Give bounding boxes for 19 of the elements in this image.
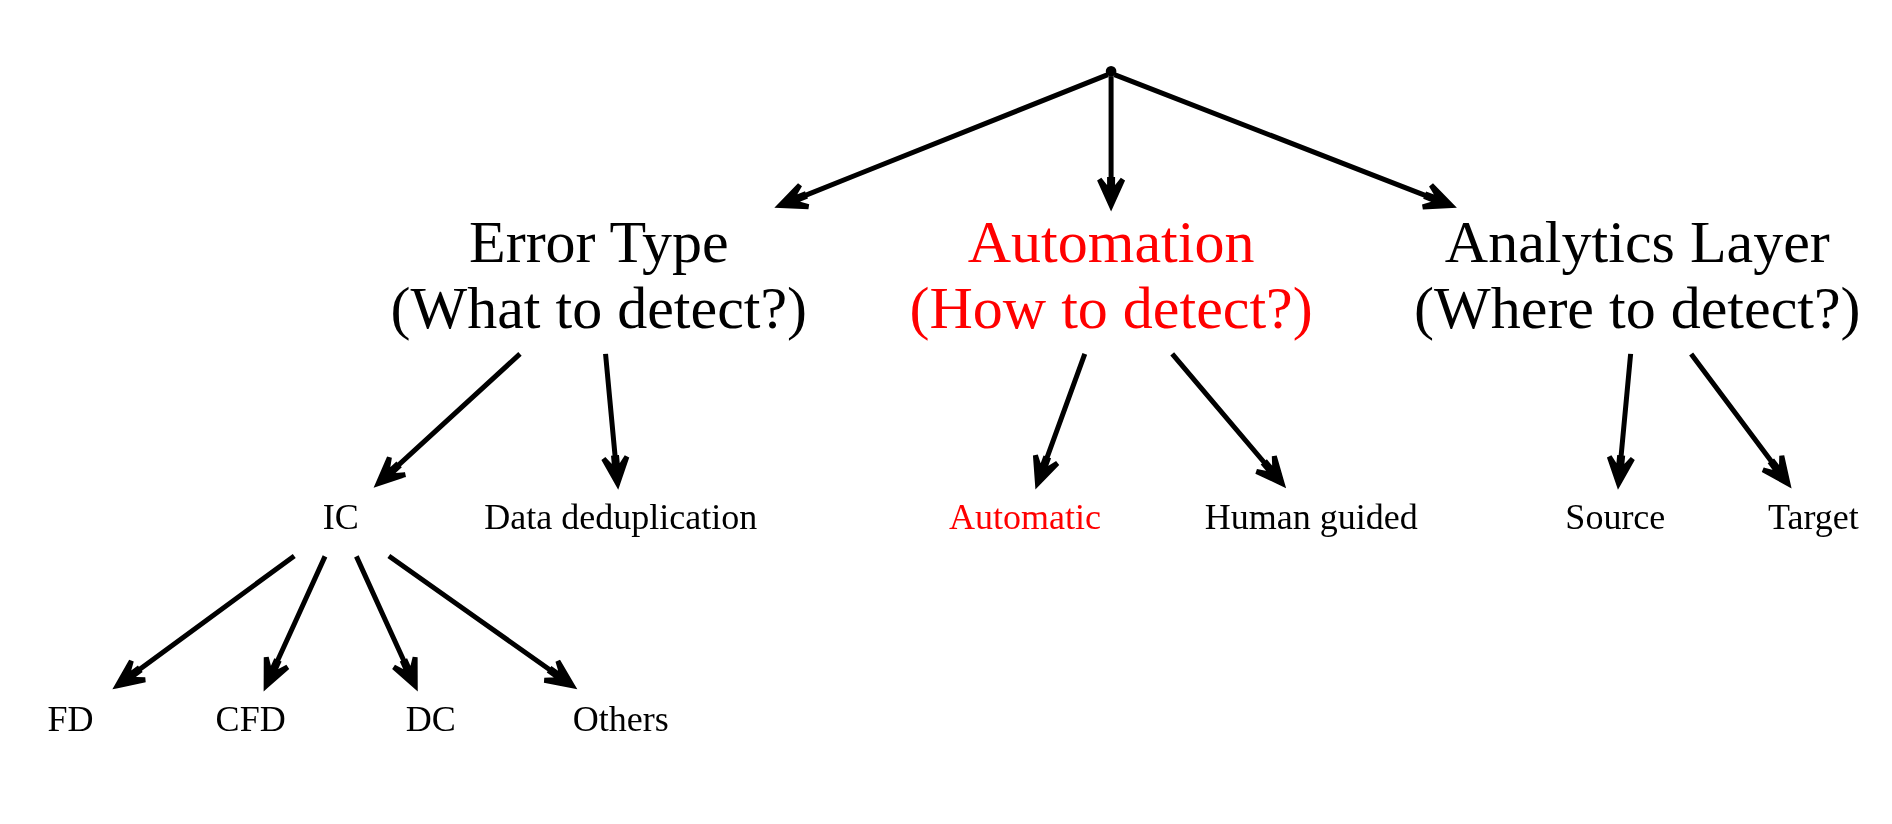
- node-text: FD: [47, 698, 94, 739]
- node-text: Target: [1768, 496, 1859, 537]
- node-text: Error Type (What to detect?): [390, 208, 808, 341]
- node-text: Analytics Layer (Where to detect?): [1414, 208, 1861, 341]
- arrow: [375, 351, 522, 486]
- node-text: Source: [1565, 496, 1666, 537]
- node-text: DC: [405, 698, 456, 739]
- arrow: [777, 71, 1109, 209]
- node-text: IC: [322, 496, 359, 537]
- node-text: Human guided: [1204, 496, 1418, 537]
- arrow: [1170, 351, 1285, 486]
- arrow: [1689, 351, 1791, 486]
- arrow: [1113, 71, 1454, 209]
- node-text: CFD: [215, 698, 286, 739]
- node-text: Data deduplication: [484, 496, 758, 537]
- node-text: Automation (How to detect?): [909, 208, 1313, 341]
- node-text: Others: [572, 698, 669, 739]
- node-point: [1105, 65, 1117, 77]
- node-text: Automatic: [949, 496, 1102, 537]
